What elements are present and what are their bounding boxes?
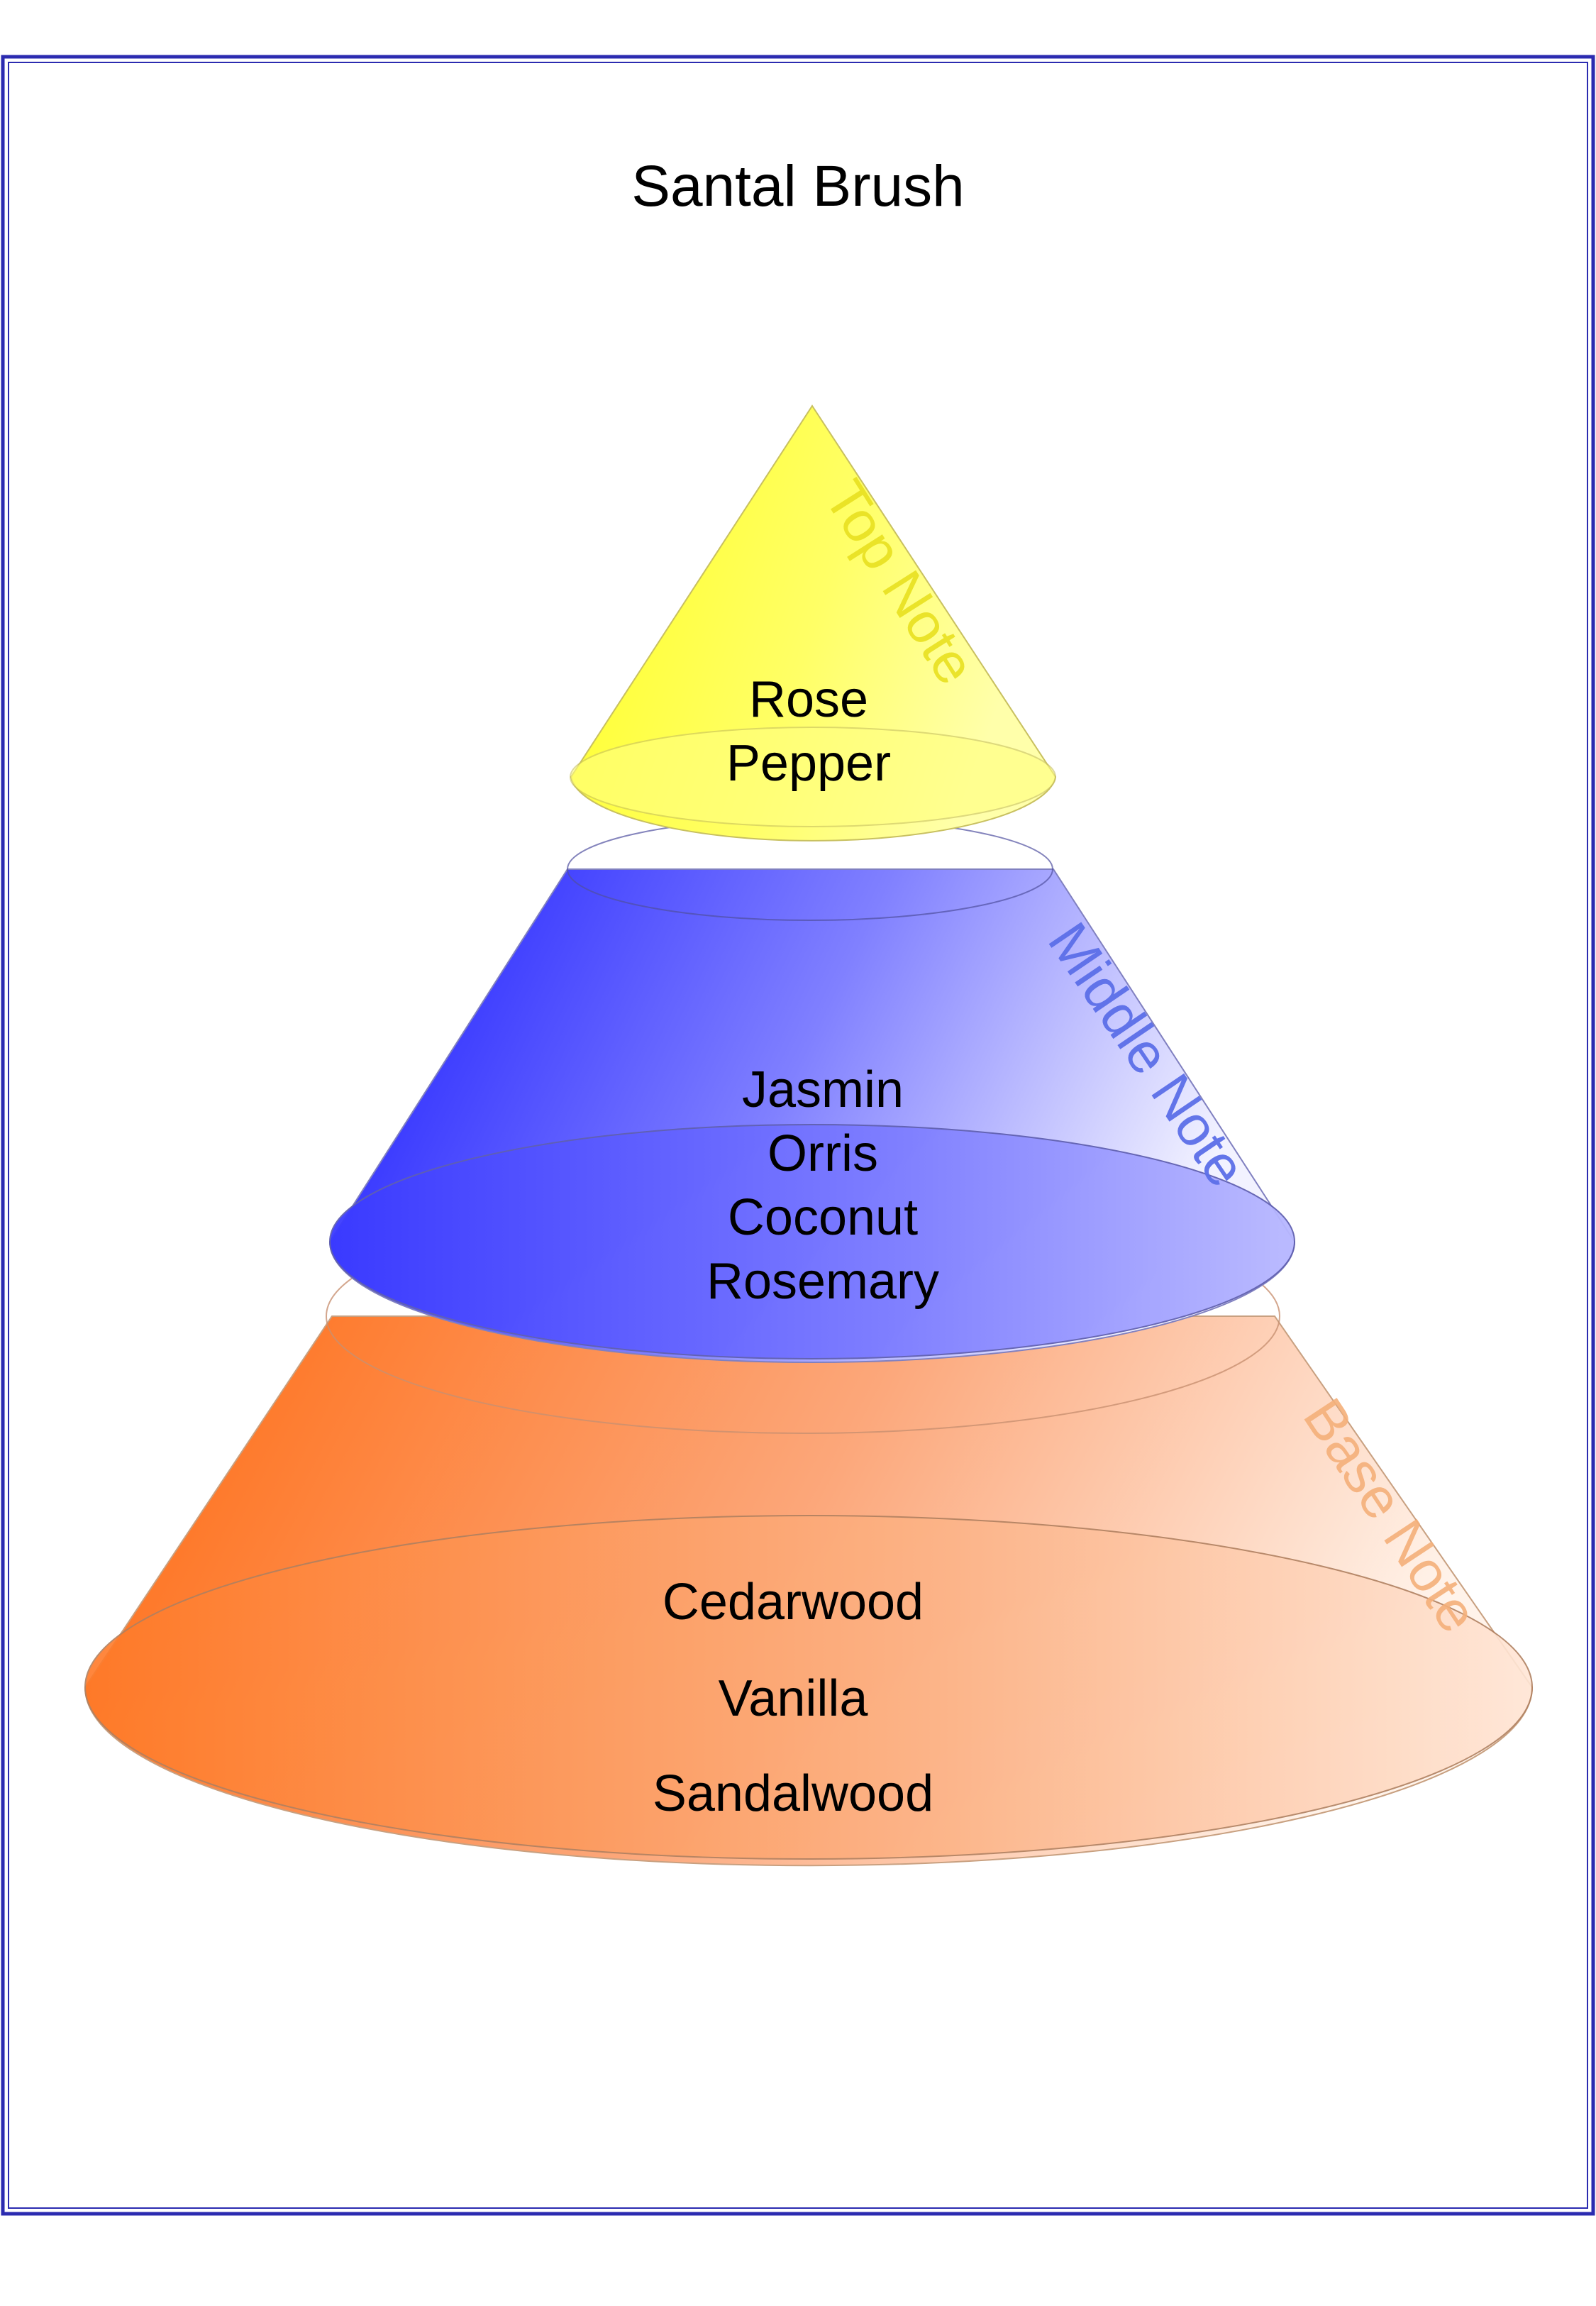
- middle-note-tier: Middle Note Jasmin Orris Coconut Rosemar…: [328, 817, 1296, 1363]
- middle-note-item: Jasmin: [742, 1061, 904, 1118]
- base-note-item: Vanilla: [719, 1670, 869, 1727]
- page-frame-inner: [8, 62, 1588, 2209]
- top-note-item: Rose: [749, 671, 868, 728]
- diagram-title: Santal Brush: [631, 154, 965, 219]
- top-note-item: Pepper: [726, 735, 891, 792]
- middle-note-item: Coconut: [728, 1189, 918, 1246]
- page-frame: [1, 55, 1595, 2216]
- top-tier-body: [570, 404, 1057, 842]
- middle-tier-bottom-ellipse: [329, 1124, 1295, 1359]
- middle-note-item: Rosemary: [706, 1253, 939, 1310]
- middle-note-item: Orris: [767, 1125, 878, 1182]
- top-note-tier: Top Note Rose Pepper: [570, 404, 1057, 842]
- base-note-item: Cedarwood: [663, 1574, 924, 1631]
- top-tier-bottom-ellipse: [570, 727, 1056, 827]
- base-tier-bottom-ellipse: [84, 1515, 1533, 1860]
- base-note-tier: Base Note Cedarwood Vanilla Sandalwood: [84, 1198, 1534, 1867]
- base-note-item: Sandalwood: [653, 1765, 933, 1822]
